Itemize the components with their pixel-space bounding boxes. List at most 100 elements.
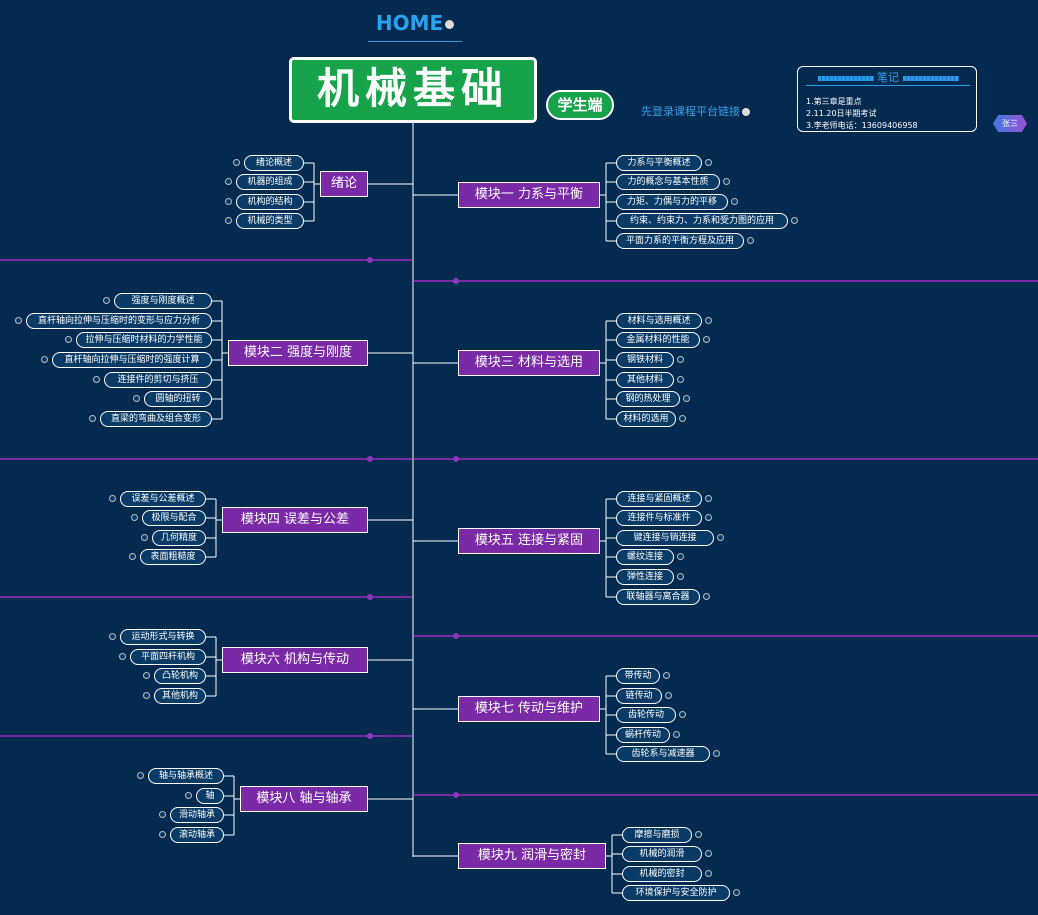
topic-node[interactable]: 轴 — [196, 788, 224, 804]
topic-node[interactable]: 直杆轴向拉伸与压缩时的变形与应力分析 — [26, 313, 212, 329]
topic-count-icon — [159, 811, 166, 818]
home-link[interactable]: HOME — [368, 9, 462, 42]
topic-count-icon — [791, 217, 798, 224]
link-icon — [445, 20, 455, 29]
topic-count-icon — [677, 553, 684, 560]
topic-count-icon — [723, 178, 730, 185]
topic-node[interactable]: 力矩、力偶与力的平移 — [616, 194, 728, 210]
divider-node — [367, 733, 373, 739]
topic-count-icon — [225, 198, 232, 205]
topic-count-icon — [663, 672, 670, 679]
notes-line: 3.李老师电话：13609406958 — [806, 121, 918, 130]
user-tag[interactable]: 张三 — [993, 115, 1027, 132]
module-node[interactable]: 模块二 强度与刚度 — [228, 340, 368, 366]
topic-node[interactable]: 机械的密封 — [622, 866, 702, 882]
topic-node[interactable]: 轴与轴承概述 — [148, 768, 224, 784]
topic-node[interactable]: 金属材料的性能 — [616, 332, 700, 348]
topic-count-icon — [703, 336, 710, 343]
topic-count-icon — [93, 376, 100, 383]
topic-node[interactable]: 绪论概述 — [244, 155, 304, 171]
topic-count-icon — [703, 593, 710, 600]
topic-count-icon — [137, 772, 144, 779]
topic-node[interactable]: 材料与选用概述 — [616, 313, 702, 329]
topic-node[interactable]: 滑动轴承 — [170, 807, 224, 823]
topic-node[interactable]: 直杆轴向拉伸与压缩时的强度计算 — [52, 352, 212, 368]
topic-node[interactable]: 其他材料 — [616, 372, 674, 388]
topic-count-icon — [677, 376, 684, 383]
topic-node[interactable]: 齿轮系与减速器 — [616, 746, 710, 762]
divider-node — [453, 792, 459, 798]
topic-node[interactable]: 约束、约束力、力系和受力图的应用 — [616, 213, 788, 229]
topic-node[interactable]: 环境保护与安全防护 — [622, 885, 730, 901]
link-icon — [742, 108, 750, 116]
topic-node[interactable]: 圆轴的扭转 — [144, 391, 212, 407]
topic-node[interactable]: 蜗杆传动 — [616, 727, 670, 743]
student-badge: 学生端 — [546, 90, 614, 120]
topic-count-icon — [705, 870, 712, 877]
module-node[interactable]: 模块三 材料与选用 — [458, 350, 600, 376]
topic-node[interactable]: 表面粗糙度 — [140, 549, 206, 565]
topic-node[interactable]: 极限与配合 — [142, 510, 206, 526]
topic-node[interactable]: 链传动 — [616, 688, 662, 704]
topic-node[interactable]: 连接件的剪切与挤压 — [104, 372, 212, 388]
topic-node[interactable]: 摩擦与磨损 — [622, 827, 692, 843]
topic-node[interactable]: 拉伸与压缩时材料的力学性能 — [76, 332, 212, 348]
module-node[interactable]: 模块六 机构与传动 — [222, 647, 368, 673]
topic-node[interactable]: 其他机构 — [154, 688, 206, 704]
topic-count-icon — [41, 356, 48, 363]
topic-count-icon — [679, 415, 686, 422]
topic-node[interactable]: 连接件与标准件 — [616, 510, 702, 526]
topic-node[interactable]: 机械的类型 — [236, 213, 304, 229]
topic-node[interactable]: 机械的润滑 — [622, 846, 702, 862]
topic-node[interactable]: 钢铁材料 — [616, 352, 674, 368]
topic-node[interactable]: 直梁的弯曲及组合变形 — [100, 411, 212, 427]
module-node[interactable]: 模块一 力系与平衡 — [458, 182, 600, 208]
course-platform-link[interactable]: 先登录课程平台链接 — [641, 103, 750, 119]
module-node[interactable]: 模块七 传动与维护 — [458, 696, 600, 722]
topic-count-icon — [233, 159, 240, 166]
topic-count-icon — [15, 317, 22, 324]
notes-decor-right — [902, 75, 959, 81]
topic-node[interactable]: 键连接与销连接 — [616, 530, 714, 546]
topic-node[interactable]: 平面四杆机构 — [130, 649, 206, 665]
topic-node[interactable]: 凸轮机构 — [154, 668, 206, 684]
topic-node[interactable]: 螺纹连接 — [616, 549, 674, 565]
topic-node[interactable]: 误差与公差概述 — [120, 491, 206, 507]
topic-node[interactable]: 力的概念与基本性质 — [616, 174, 720, 190]
topic-count-icon — [225, 178, 232, 185]
topic-node[interactable]: 几何精度 — [152, 530, 206, 546]
topic-node[interactable]: 材料的选用 — [616, 411, 676, 427]
module-node[interactable]: 模块五 连接与紧固 — [458, 528, 600, 554]
topic-node[interactable]: 运动形式与转换 — [120, 629, 206, 645]
module-node[interactable]: 绪论 — [320, 171, 368, 197]
module-node[interactable]: 模块四 误差与公差 — [222, 507, 368, 533]
topic-count-icon — [733, 889, 740, 896]
notes-line: 1.第三章是重点 — [806, 97, 862, 106]
topic-node[interactable]: 钢的热处理 — [616, 391, 680, 407]
divider-node — [453, 633, 459, 639]
topic-node[interactable]: 强度与刚度概述 — [114, 293, 212, 309]
topic-node[interactable]: 联轴器与离合器 — [616, 589, 700, 605]
topic-node[interactable]: 带传动 — [616, 668, 660, 684]
topic-node[interactable]: 滚动轴承 — [170, 827, 224, 843]
topic-node[interactable]: 连接与紧固概述 — [616, 491, 702, 507]
topic-node[interactable]: 力系与平衡概述 — [616, 155, 702, 171]
topic-count-icon — [143, 672, 150, 679]
topic-node[interactable]: 弹性连接 — [616, 569, 674, 585]
divider-node — [367, 594, 373, 600]
topic-node[interactable]: 齿轮传动 — [616, 707, 676, 723]
topic-node[interactable]: 平面力系的平衡方程及应用 — [616, 233, 744, 249]
topic-count-icon — [705, 317, 712, 324]
topic-node[interactable]: 机器的组成 — [236, 174, 304, 190]
topic-count-icon — [65, 336, 72, 343]
topic-count-icon — [103, 297, 110, 304]
topic-count-icon — [683, 395, 690, 402]
topic-count-icon — [673, 731, 680, 738]
module-node[interactable]: 模块九 润滑与密封 — [458, 843, 606, 869]
notes-panel: 笔记 1.第三章是重点 2.11.20日半期考试 3.李老师电话：1360940… — [797, 66, 977, 132]
module-node[interactable]: 模块八 轴与轴承 — [240, 786, 368, 812]
divider-node — [367, 456, 373, 462]
topic-node[interactable]: 机构的结构 — [236, 194, 304, 210]
notes-title: 笔记 — [877, 71, 899, 84]
divider-node — [453, 456, 459, 462]
